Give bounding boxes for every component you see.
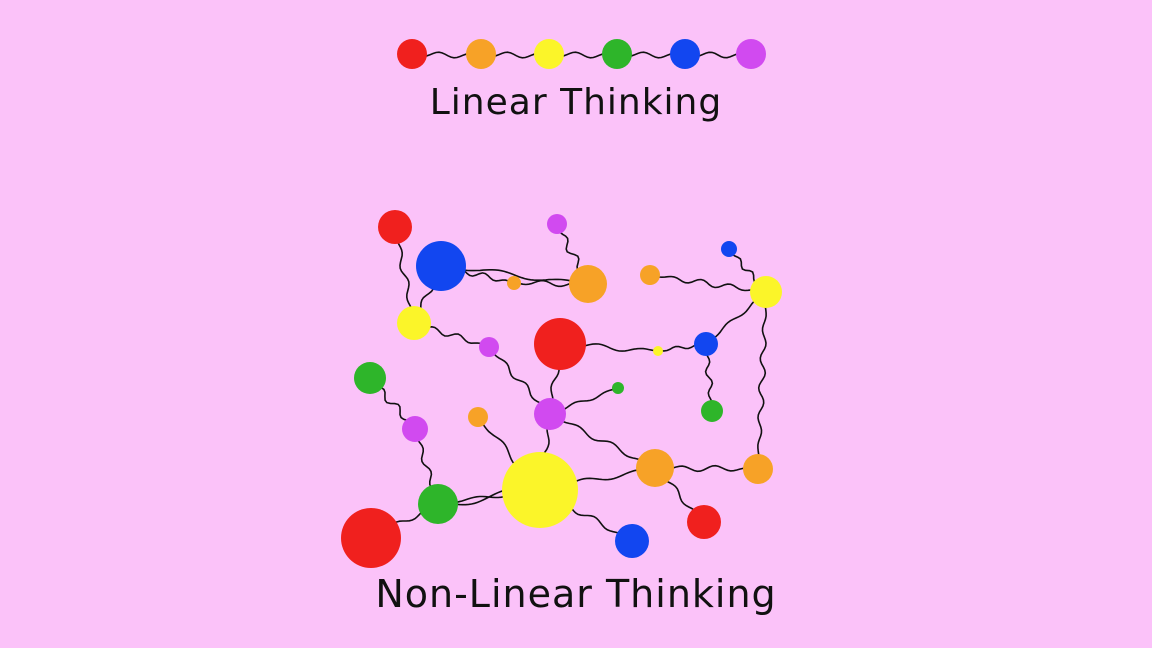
linear-node-purple — [736, 39, 766, 69]
network-link — [649, 274, 767, 293]
network-node-green — [612, 382, 624, 394]
network-node-red — [534, 318, 586, 370]
network-node-purple — [534, 398, 566, 430]
linear-node-orange — [466, 39, 496, 69]
network-node-orange — [636, 449, 674, 487]
network-node-green — [354, 362, 386, 394]
network-node-orange — [507, 276, 521, 290]
network-node-blue — [694, 332, 718, 356]
network-node-yellow — [502, 452, 578, 528]
network-node-orange — [640, 265, 660, 285]
network-node-red — [341, 508, 401, 568]
network-node-green — [701, 400, 723, 422]
network-node-purple — [547, 214, 567, 234]
network-node-red — [687, 505, 721, 539]
linear-node-green — [602, 39, 632, 69]
linear-thinking-caption: Linear Thinking — [429, 82, 723, 123]
network-node-blue — [416, 241, 466, 291]
network-node-yellow — [397, 306, 431, 340]
network-node-blue — [615, 524, 649, 558]
nonlinear-thinking-caption: Non-Linear Thinking — [375, 572, 777, 616]
network-link — [757, 291, 767, 470]
network-node-red — [378, 210, 412, 244]
network-node-blue — [721, 241, 737, 257]
network-node-orange — [569, 265, 607, 303]
network-link — [549, 413, 656, 469]
network-node-orange — [743, 454, 773, 484]
network-node-yellow — [653, 346, 663, 356]
node-group — [341, 39, 782, 568]
network-node-purple — [402, 416, 428, 442]
network-node-yellow — [750, 276, 782, 308]
network-node-green — [418, 484, 458, 524]
network-node-purple — [479, 337, 499, 357]
linear-node-red — [397, 39, 427, 69]
network-node-orange — [468, 407, 488, 427]
linear-node-yellow — [534, 39, 564, 69]
linear-node-blue — [670, 39, 700, 69]
